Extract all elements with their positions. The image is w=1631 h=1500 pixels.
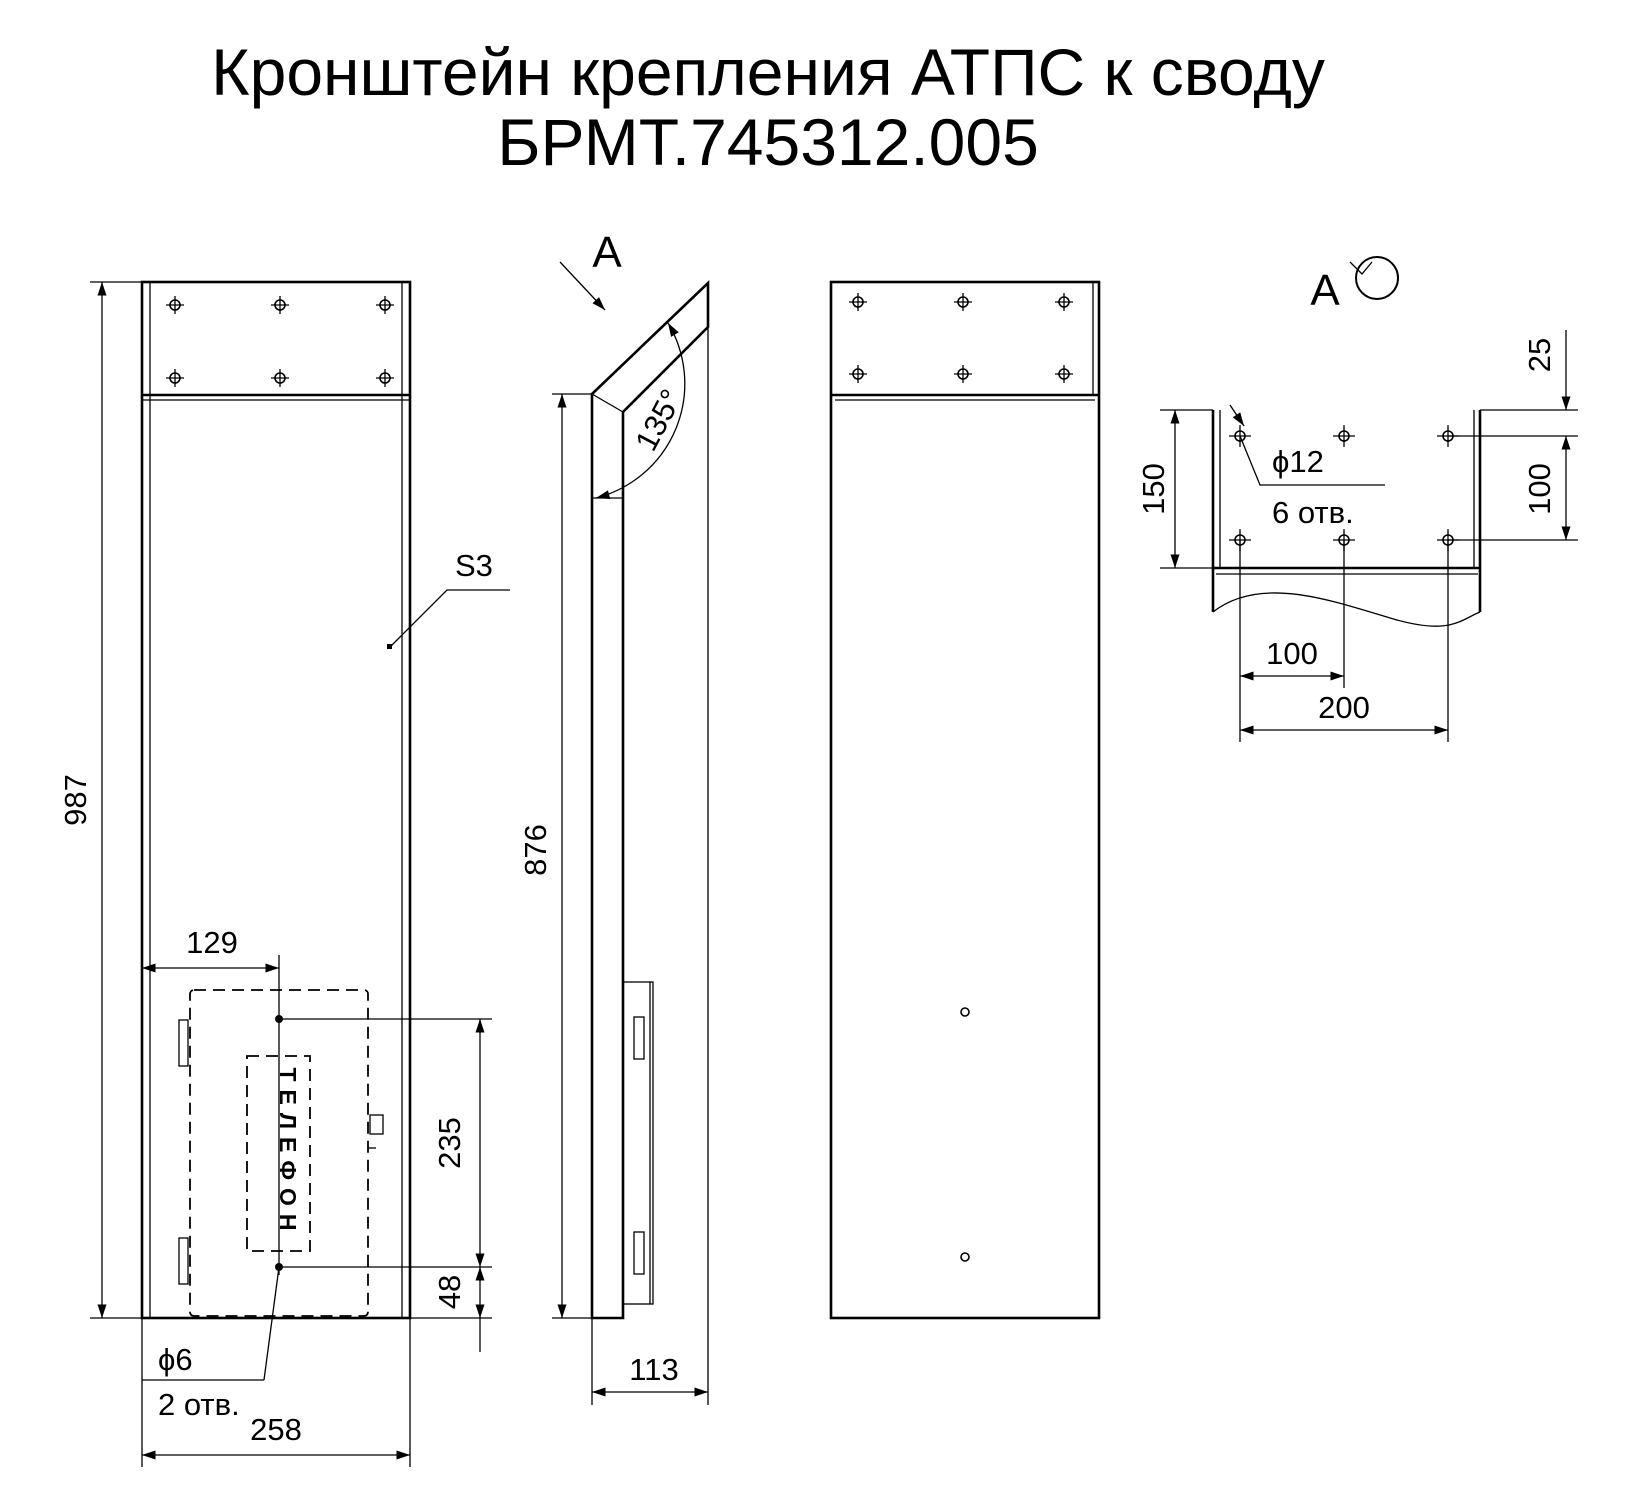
dim-hole-spacing: 235 bbox=[432, 1117, 467, 1169]
front-view: S3 ТЕЛЕФОН bbox=[140, 280, 510, 1320]
rear-view-outline bbox=[829, 280, 1101, 1320]
mounting-hole bbox=[1055, 293, 1073, 311]
rotate-icon bbox=[1355, 256, 1399, 300]
dim-overall-height: 987 bbox=[58, 774, 93, 826]
dim-detail-row-spacing: 100 bbox=[1522, 463, 1557, 515]
mounting-hole bbox=[166, 296, 184, 314]
front-view-dimensions: 987 129 235 48 ϕ6 2 отв. 258 bbox=[58, 281, 492, 1467]
dim-hole-bottom: 48 bbox=[432, 1275, 467, 1309]
angle-arc bbox=[595, 322, 686, 500]
break-line bbox=[1212, 592, 1481, 627]
dim-detail-height: 150 bbox=[1136, 463, 1171, 515]
rear-hole bbox=[960, 1252, 970, 1262]
detail-view-title: А bbox=[1310, 266, 1340, 315]
view-a-marker: А bbox=[592, 228, 622, 277]
mounting-hole bbox=[849, 365, 867, 383]
view-direction-arrow bbox=[559, 261, 606, 311]
detail-view-a: А bbox=[1211, 256, 1482, 627]
drawing-number: БРМТ.745312.005 bbox=[497, 105, 1039, 179]
dim-detail-hole-count: 6 отв. bbox=[1272, 495, 1354, 530]
detail-view-dimensions: 150 25 100 ϕ12 6 отв. 100 200 bbox=[1136, 330, 1578, 742]
mounting-hole bbox=[271, 296, 289, 314]
side-view: 135° А bbox=[559, 228, 710, 1320]
dim-hole-offset: 129 bbox=[186, 925, 238, 960]
dim-overall-width: 258 bbox=[250, 1412, 302, 1447]
dim-hole-count: 2 отв. bbox=[158, 1387, 240, 1422]
rear-hole bbox=[960, 1007, 970, 1017]
material-leader-dot bbox=[387, 644, 392, 649]
dim-side-height: 876 bbox=[518, 824, 553, 876]
mounting-hole bbox=[166, 369, 184, 387]
mounting-hole bbox=[376, 369, 394, 387]
side-view-dimensions: 876 113 bbox=[518, 327, 709, 1405]
mounting-hole bbox=[271, 369, 289, 387]
dim-detail-hole-span: 200 bbox=[1318, 690, 1370, 725]
mounting-hole bbox=[1055, 365, 1073, 383]
drawing-title: Кронштейн крепления АТПС к своду bbox=[211, 35, 1325, 109]
rear-view bbox=[829, 280, 1101, 1320]
mounting-hole bbox=[1333, 425, 1355, 447]
mounting-hole bbox=[954, 293, 972, 311]
dim-detail-hole-pitch: 100 bbox=[1266, 636, 1318, 671]
dim-detail-offset-top: 25 bbox=[1522, 338, 1557, 372]
dim-bend-angle: 135° bbox=[628, 384, 689, 457]
material-label: S3 bbox=[455, 548, 493, 583]
mounting-hole bbox=[376, 296, 394, 314]
dim-hole-diameter: ϕ6 bbox=[158, 1342, 193, 1377]
dim-detail-hole-diameter: ϕ12 bbox=[1272, 444, 1324, 479]
mounting-hole bbox=[849, 293, 867, 311]
dim-side-depth: 113 bbox=[629, 1352, 678, 1387]
front-view-outline bbox=[140, 280, 412, 1320]
mounting-hole bbox=[954, 365, 972, 383]
